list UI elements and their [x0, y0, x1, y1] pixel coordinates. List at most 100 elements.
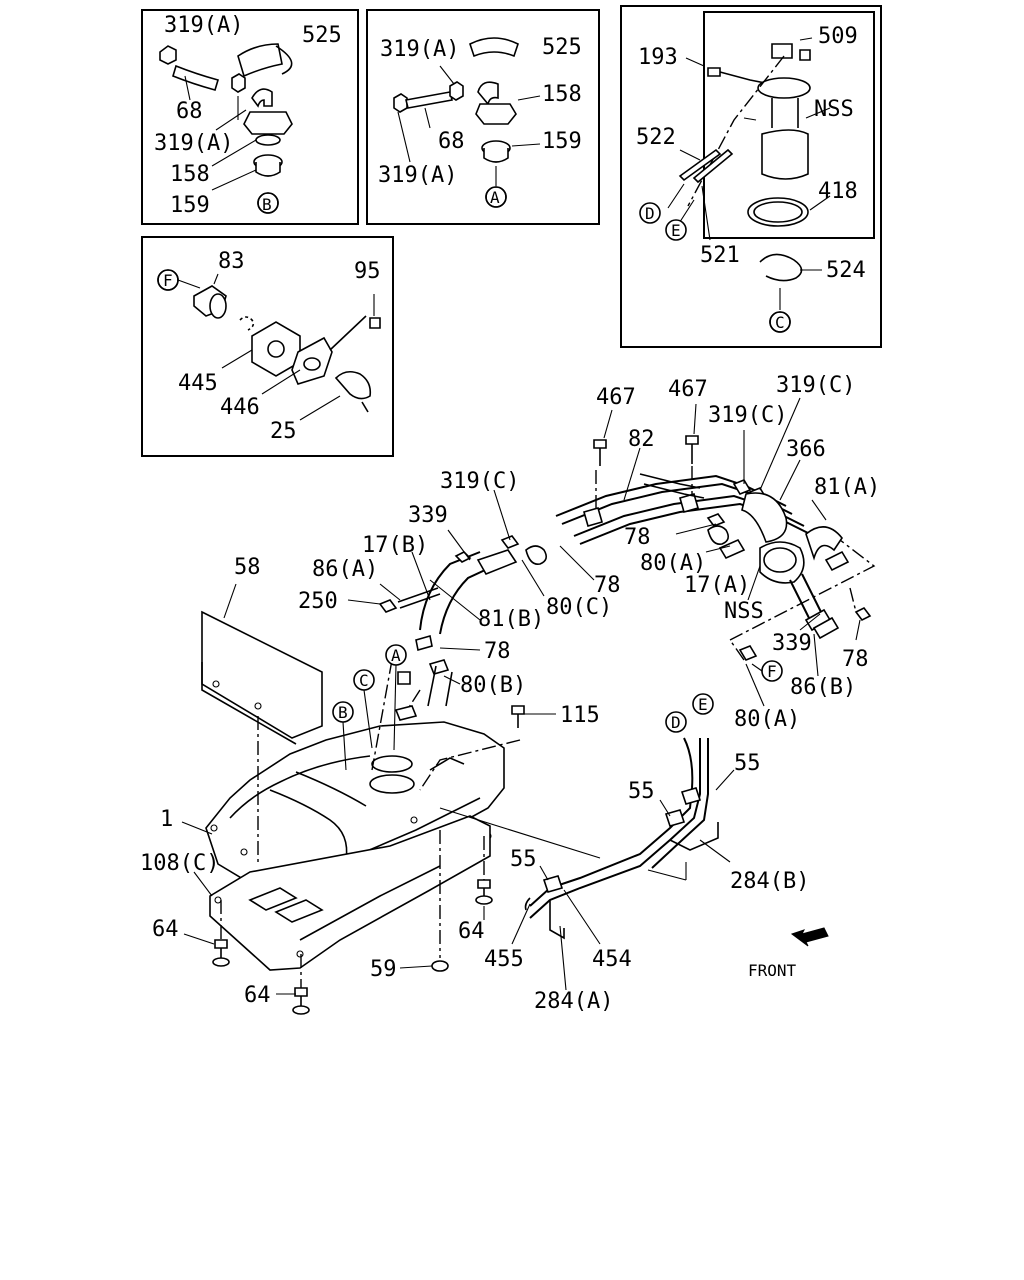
callout-81a: 81(A) [814, 475, 880, 500]
callout-525-2: 525 [542, 35, 582, 60]
fuel-lines [439, 693, 719, 940]
callout-158-2: 158 [542, 82, 582, 107]
callout-284b: 284(B) [730, 869, 809, 894]
callout-17b: 17(B) [362, 533, 428, 558]
callout-339-2: 339 [772, 631, 812, 656]
ref-d-1-circle [639, 202, 661, 224]
callout-55-1: 55 [734, 751, 761, 776]
front-label: FRONT [748, 961, 797, 980]
front-arrow-icon [790, 927, 829, 947]
bolts [212, 435, 699, 1015]
ref-d-1: D [645, 204, 655, 223]
callout-55-2: 55 [628, 779, 655, 804]
inset-box-3-inner [703, 11, 875, 239]
ref-f-1-circle [157, 269, 179, 291]
callout-78-2: 78 [594, 573, 621, 598]
heat-shield [201, 583, 323, 745]
callout-80b: 80(B) [460, 673, 526, 698]
inset1-parts [159, 43, 293, 214]
callout-319a-3: 319(A) [380, 37, 459, 62]
callout-521: 521 [700, 243, 740, 268]
ref-a-2: A [391, 646, 401, 665]
skid-plate [209, 815, 491, 971]
callout-80a-1: 80(A) [640, 551, 706, 576]
callout-55-3: 55 [510, 847, 537, 872]
callout-454: 454 [592, 947, 632, 972]
callout-455: 455 [484, 947, 524, 972]
fuel-tank [205, 721, 505, 895]
callout-nss-2: NSS [724, 599, 764, 624]
callout-108c: 108(C) [140, 851, 219, 876]
upper-pipes [419, 466, 876, 791]
callout-78-3: 78 [484, 639, 511, 664]
callout-524: 524 [826, 258, 866, 283]
callout-64-3: 64 [244, 983, 271, 1008]
ref-b-1-circle [257, 192, 279, 214]
leader-lines [181, 397, 861, 995]
callout-95: 95 [354, 259, 381, 284]
callout-445: 445 [178, 371, 218, 396]
ref-e-1-circle [665, 219, 687, 241]
callout-284a: 284(A) [534, 989, 613, 1014]
ref-e-2: E [698, 695, 708, 714]
ref-b-2: B [338, 703, 348, 722]
ref-c-2: C [359, 671, 369, 690]
callout-78-1: 78 [624, 525, 651, 550]
callout-159-1: 159 [170, 193, 210, 218]
callout-1: 1 [160, 807, 173, 832]
callout-86b: 86(B) [790, 675, 856, 700]
callout-319c-1: 319(C) [776, 373, 855, 398]
callout-nss-1: NSS [814, 97, 854, 122]
callout-467-2: 467 [668, 377, 708, 402]
callout-25: 25 [270, 419, 297, 444]
callout-64-2: 64 [458, 919, 485, 944]
callout-80a-2: 80(A) [734, 707, 800, 732]
callout-158-1: 158 [170, 162, 210, 187]
callout-17a: 17(A) [684, 573, 750, 598]
inset-box-2 [366, 9, 600, 225]
main-ref-circles [332, 644, 783, 771]
callout-115: 115 [560, 703, 600, 728]
callout-509: 509 [818, 24, 858, 49]
callout-339-1: 339 [408, 503, 448, 528]
ref-f-2: F [767, 662, 777, 681]
callout-319a-2: 319(A) [154, 131, 233, 156]
ref-a-1-circle [485, 186, 507, 208]
inset-box-4 [141, 236, 394, 457]
inset-box-3 [620, 5, 882, 348]
inset3-parts [667, 37, 831, 333]
ref-d-2: D [671, 713, 681, 732]
ref-c-1-circle [769, 311, 791, 333]
callout-319c-3: 319(C) [440, 469, 519, 494]
callout-366: 366 [786, 437, 826, 462]
callout-250: 250 [298, 589, 338, 614]
callout-59: 59 [370, 957, 397, 982]
callout-418: 418 [818, 179, 858, 204]
ref-c-1: C [775, 313, 785, 332]
ref-a-1: A [490, 188, 500, 207]
callout-64-1: 64 [152, 917, 179, 942]
callout-80c: 80(C) [546, 595, 612, 620]
callout-319c-2: 319(C) [708, 403, 787, 428]
inset2-parts [393, 37, 541, 208]
ref-e-1: E [671, 221, 681, 240]
callout-68-1: 68 [176, 99, 203, 124]
callout-83: 83 [218, 249, 245, 274]
filler-hoses [371, 535, 548, 771]
callout-81b: 81(B) [478, 607, 544, 632]
inset-box-1 [141, 9, 359, 225]
callout-319a-1: 319(A) [164, 13, 243, 38]
callout-82: 82 [628, 427, 655, 452]
callout-78-4: 78 [842, 647, 869, 672]
callout-522: 522 [636, 125, 676, 150]
callout-86a: 86(A) [312, 557, 378, 582]
ref-b-1: B [262, 195, 272, 214]
callout-319a-4: 319(A) [378, 163, 457, 188]
callout-467-1: 467 [596, 385, 636, 410]
ref-f-1: F [163, 271, 173, 290]
callout-446: 446 [220, 395, 260, 420]
callout-58: 58 [234, 555, 261, 580]
callout-193: 193 [638, 45, 678, 70]
inset4-parts [157, 269, 381, 421]
